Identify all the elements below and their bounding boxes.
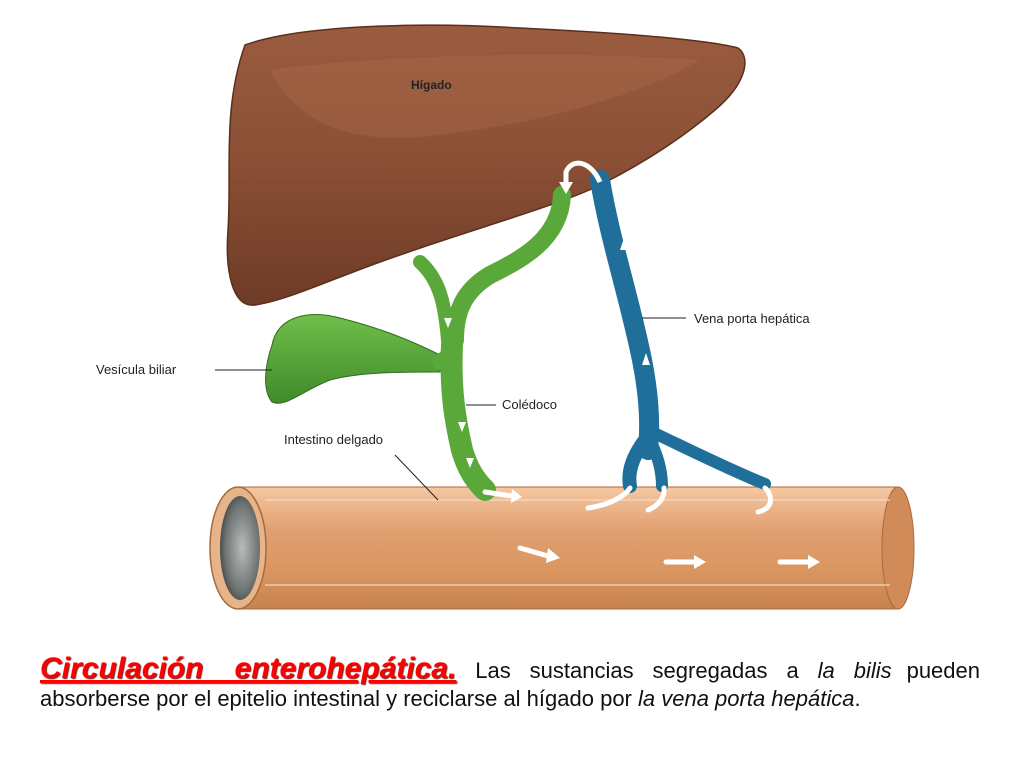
return-arrowhead [559,182,573,194]
bile-ducts [413,186,571,501]
intestine-lumen [220,496,260,600]
liver-label: Hígado [411,78,452,92]
small-intestine-label: Intestino delgado [284,432,384,447]
caption-emphasis-bile: la bilis [817,658,892,683]
caption-emphasis-portal-vein: la vena porta hepática [638,686,855,711]
bile-duct-label: Colédoco [502,397,557,412]
leader-lines [215,317,686,501]
portal-vein [590,170,771,493]
gallbladder-label: Vesícula biliar [96,362,177,377]
bile-flow-arrows [444,318,474,468]
caption: Circulación enterohepática. Las sustanci… [40,652,981,713]
caption-text-3: . [854,686,861,711]
intestine-flow-arrows [482,485,811,565]
intestine-stripes [265,499,890,586]
intestine-flow-arrowheads [511,489,820,569]
portal-vein-label: Vena porta hepática [694,311,810,326]
portal-flow-arrows [620,238,650,365]
intestine-end-right [881,486,915,610]
liver-highlight [270,54,700,138]
caption-title: Circulación enterohepática. [40,652,457,685]
small-intestine-tube [237,486,899,610]
caption-text-1: Las sustancias segregadas a [456,658,818,683]
gallbladder-shape [265,314,441,404]
caption-text-2: pueden absorberse por el epitelio intest… [40,658,981,711]
enterohepatic-diagram [209,24,915,610]
return-arrow [563,160,603,186]
